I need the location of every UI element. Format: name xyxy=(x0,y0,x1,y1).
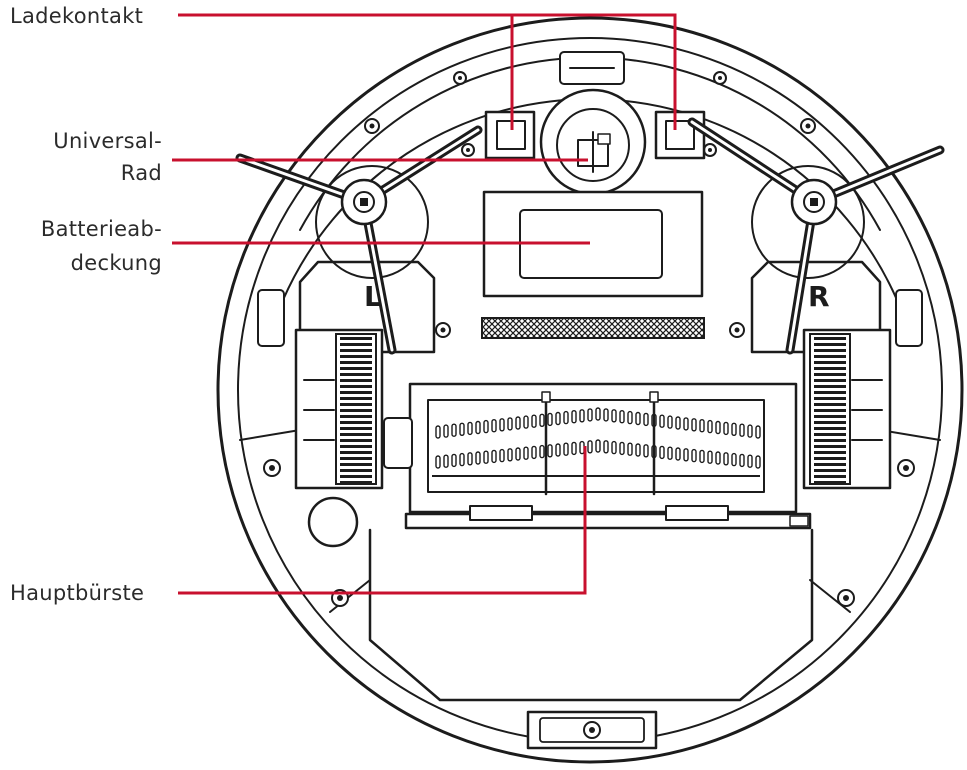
screw xyxy=(263,459,281,477)
right-bumper-tab xyxy=(895,289,923,347)
screw xyxy=(837,589,855,607)
screw xyxy=(713,71,727,85)
screw xyxy=(435,322,451,338)
screw xyxy=(729,322,745,338)
right-drive-wheel xyxy=(802,328,892,490)
main-brush-assembly xyxy=(383,382,812,530)
intake-grille xyxy=(481,317,705,339)
lower-cover-plate xyxy=(368,528,814,750)
label-battery-cover-line2: deckung xyxy=(71,251,162,275)
screw xyxy=(461,143,475,157)
right-wheel-tread xyxy=(814,337,846,484)
left-side-brush xyxy=(235,125,483,355)
labels: Ladekontakt Universal- Rad Batterieab- d… xyxy=(10,4,162,605)
label-main-brush: Hauptbürste xyxy=(10,581,144,605)
callout-charging-contact-right xyxy=(178,13,677,130)
label-universal-wheel-line2: Rad xyxy=(121,161,162,185)
battery-cover xyxy=(482,190,704,298)
right-side-brush xyxy=(687,117,945,355)
callout-main-brush xyxy=(178,446,587,595)
screw xyxy=(453,71,467,85)
right-wheel-mark: R xyxy=(808,280,830,313)
screw xyxy=(703,143,717,157)
universal-wheel xyxy=(539,88,647,196)
charging-contacts xyxy=(484,110,706,160)
label-universal-wheel-line1: Universal- xyxy=(53,129,162,153)
main-brush-bristles xyxy=(432,407,761,477)
round-cap xyxy=(307,496,359,548)
screw xyxy=(897,459,915,477)
left-bumper-tab xyxy=(257,289,285,347)
left-drive-wheel xyxy=(294,328,384,490)
callout-lines xyxy=(172,13,677,595)
screws xyxy=(263,71,915,607)
label-charging-contact: Ladekontakt xyxy=(10,4,143,28)
screw xyxy=(800,118,816,134)
left-wheel-tread xyxy=(340,337,372,484)
screw xyxy=(364,118,380,134)
label-battery-cover-line1: Batterieab- xyxy=(41,217,162,241)
